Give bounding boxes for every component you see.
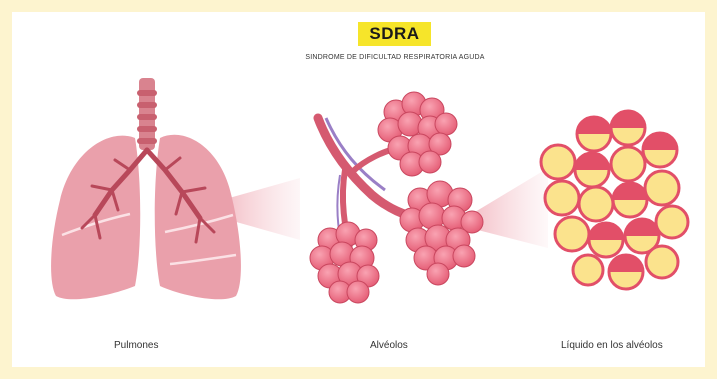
subtitle: SINDROME DE DIFICULTAD RESPIRATORIA AGUD… (270, 54, 520, 61)
trachea-icon (137, 78, 157, 150)
zoom-wedge-alveoli (470, 168, 548, 248)
fluid-filled-alveoli-icon (541, 111, 688, 289)
caption-lungs: Pulmones (114, 340, 158, 351)
caption-alveoli: Alvéolos (370, 340, 408, 351)
title-badge: SDRA (358, 22, 431, 46)
caption-fluid: Líquido en los alvéolos (561, 340, 663, 351)
alveoli-cluster-icon (310, 92, 483, 303)
lungs-icon (51, 78, 241, 299)
